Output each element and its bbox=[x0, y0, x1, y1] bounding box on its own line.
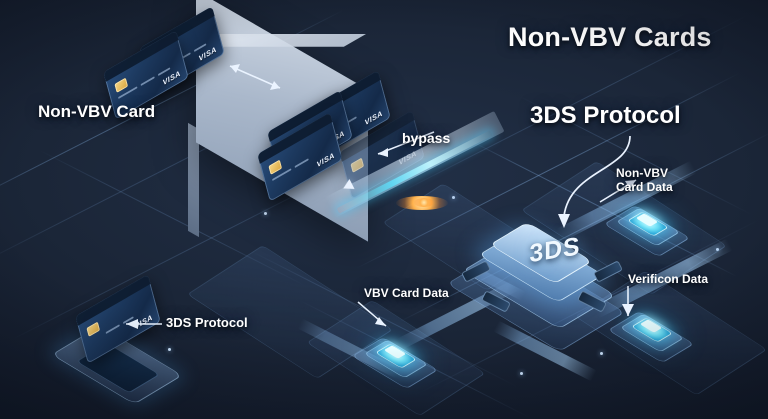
grid-node-dot bbox=[168, 348, 171, 351]
grid-node-dot bbox=[264, 212, 267, 215]
label-verification-data: Verificon Data bbox=[628, 272, 709, 286]
grid-node-dot bbox=[452, 196, 455, 199]
label-three-ds-protocol-bottom: 3DS Protocol bbox=[166, 315, 248, 330]
label-non-vbv-card-data: Non-VBV Card Data bbox=[616, 166, 673, 195]
page-title: Non-VBV Cards bbox=[508, 22, 712, 52]
label-three-ds-protocol-top: 3DS Protocol bbox=[530, 102, 681, 129]
grid-node-dot bbox=[600, 352, 603, 355]
label-vbv-card-data: VBV Card Data bbox=[364, 286, 449, 300]
energy-spark bbox=[414, 198, 434, 207]
label-non-vbv-card: Non-VBV Card bbox=[38, 102, 156, 121]
label-bypass: bypass bbox=[402, 130, 451, 146]
grid-node-dot bbox=[520, 372, 523, 375]
